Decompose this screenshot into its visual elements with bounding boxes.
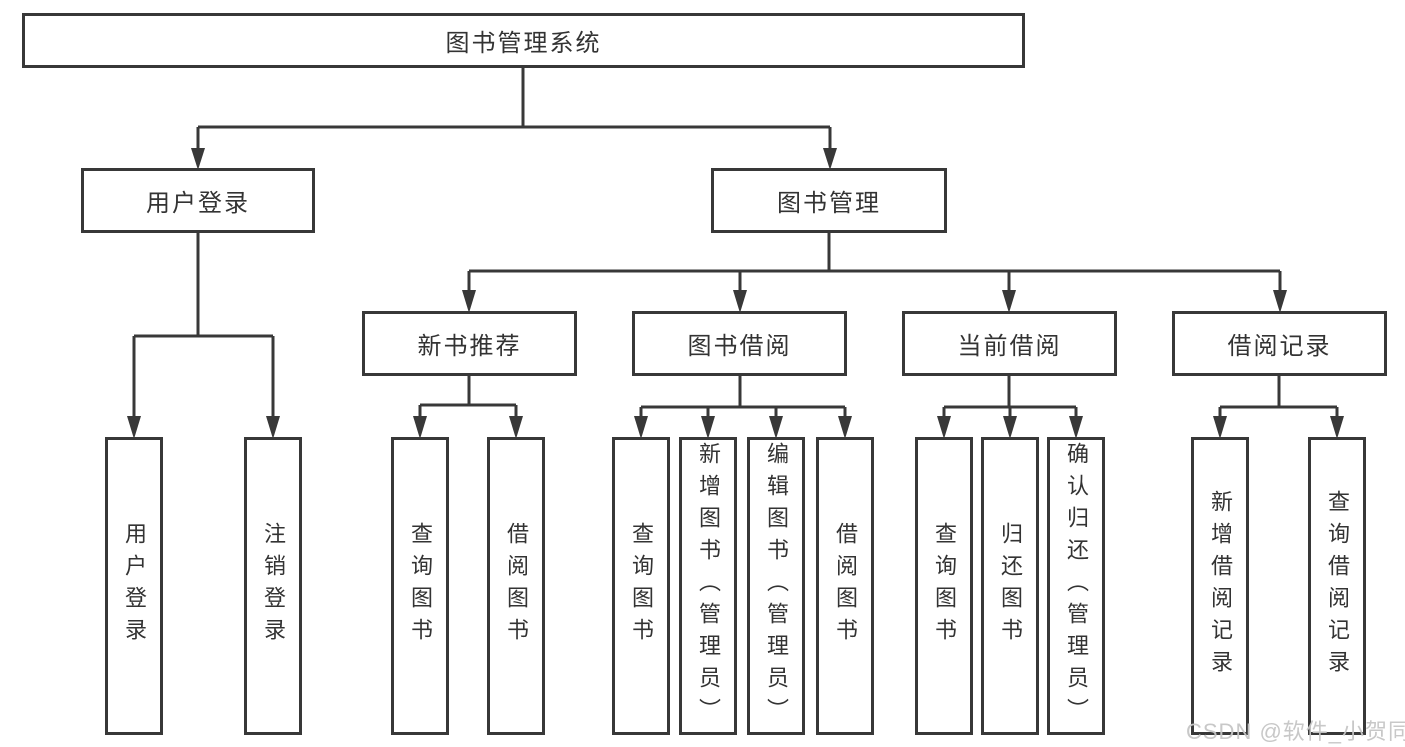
- leaf-query-books-borrow: 查询图书: [612, 437, 670, 735]
- leaf-logout-label: 注销登录: [261, 522, 286, 650]
- leaf-user-login-label: 用户登录: [122, 522, 147, 650]
- leaf-user-login: 用户登录: [105, 437, 163, 735]
- node-book-management-label: 图书管理: [777, 190, 881, 217]
- leaf-add-book-admin-label: 新增图书（管理员）: [696, 442, 721, 730]
- node-borrowing-records-label: 借阅记录: [1227, 333, 1332, 360]
- node-new-book-recommendation-label: 新书推荐: [417, 333, 522, 360]
- leaf-query-borrow-record-label: 查询借阅记录: [1325, 490, 1350, 682]
- leaf-return-book: 归还图书: [981, 437, 1039, 735]
- node-book-borrowing: 图书借阅: [632, 311, 847, 376]
- leaf-borrow-books-borrow-label: 借阅图书: [833, 522, 858, 650]
- leaf-edit-book-admin-label: 编辑图书（管理员）: [764, 442, 789, 730]
- leaf-borrow-books-recommend: 借阅图书: [487, 437, 545, 735]
- node-user-login: 用户登录: [81, 168, 315, 233]
- leaf-confirm-return-admin-label: 确认归还（管理员）: [1064, 442, 1089, 730]
- node-new-book-recommendation: 新书推荐: [362, 311, 577, 376]
- leaf-add-book-admin: 新增图书（管理员）: [679, 437, 737, 735]
- leaf-confirm-return-admin: 确认归还（管理员）: [1047, 437, 1105, 735]
- leaf-query-books-recommend-label: 查询图书: [408, 522, 433, 650]
- watermark: CSDN @软件_小贺同学: [1186, 719, 1405, 744]
- leaf-add-borrow-record: 新增借阅记录: [1191, 437, 1249, 735]
- leaf-query-borrow-record: 查询借阅记录: [1308, 437, 1366, 735]
- node-current-borrowing-label: 当前借阅: [957, 333, 1062, 360]
- leaf-query-books-current-label: 查询图书: [932, 522, 957, 650]
- node-borrowing-records: 借阅记录: [1172, 311, 1387, 376]
- leaf-query-books-current: 查询图书: [915, 437, 973, 735]
- node-current-borrowing: 当前借阅: [902, 311, 1117, 376]
- node-root-label: 图书管理系统: [445, 30, 602, 57]
- leaf-query-books-borrow-label: 查询图书: [629, 522, 654, 650]
- leaf-edit-book-admin: 编辑图书（管理员）: [747, 437, 805, 735]
- leaf-return-book-label: 归还图书: [998, 522, 1023, 650]
- leaf-query-books-recommend: 查询图书: [391, 437, 449, 735]
- node-root: 图书管理系统: [22, 13, 1025, 68]
- node-book-borrowing-label: 图书借阅: [687, 333, 792, 360]
- leaf-add-borrow-record-label: 新增借阅记录: [1208, 490, 1233, 682]
- node-user-login-label: 用户登录: [146, 190, 250, 217]
- leaf-borrow-books-recommend-label: 借阅图书: [504, 522, 529, 650]
- leaf-logout: 注销登录: [244, 437, 302, 735]
- leaf-borrow-books-borrow: 借阅图书: [816, 437, 874, 735]
- node-book-management: 图书管理: [711, 168, 947, 233]
